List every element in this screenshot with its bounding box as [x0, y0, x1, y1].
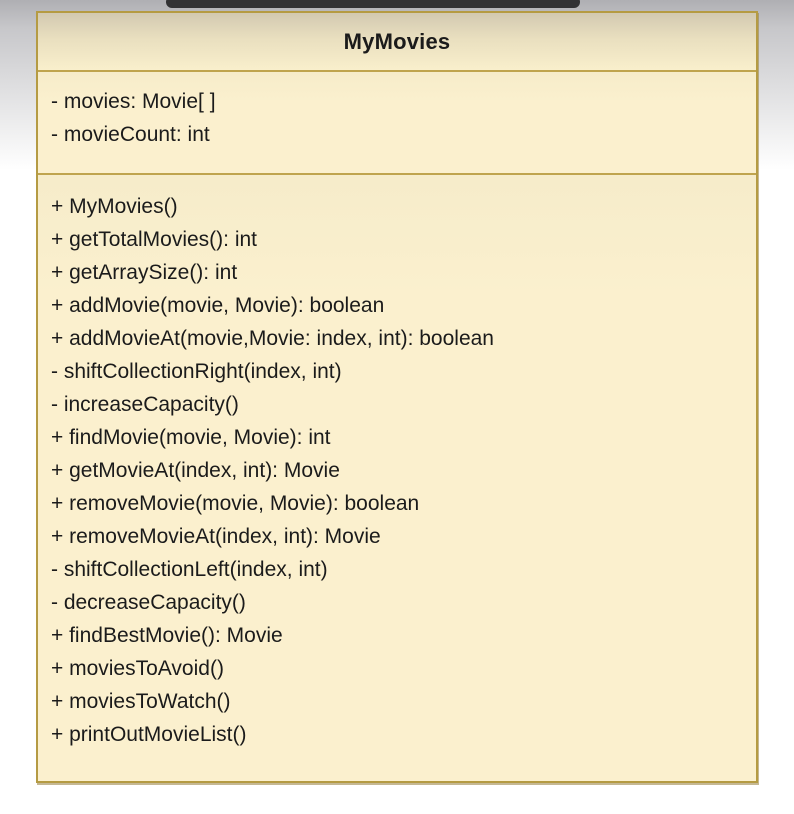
uml-class-box: MyMovies - movies: Movie[ ] - movieCount:… [36, 11, 758, 783]
method-line: + removeMovie(movie, Movie): boolean [51, 492, 420, 515]
class-title: MyMovies [38, 13, 756, 72]
method-line: + findMovie(movie, Movie): int [51, 426, 331, 449]
method-line: + findBestMovie(): Movie [51, 624, 283, 647]
method-line: + moviesToAvoid() [51, 657, 224, 680]
method-line: + getArraySize(): int [51, 261, 238, 284]
class-methods-compartment: + MyMovies() + getTotalMovies(): int + get… [38, 175, 756, 781]
method-line: - increaseCapacity() [51, 393, 239, 416]
method-line: + printOutMovieList() [51, 723, 247, 746]
method-line: + moviesToWatch() [51, 690, 231, 713]
method-line: + removeMovieAt(index, int): Movie [51, 525, 381, 548]
method-line: + addMovieAt(movie,Movie: index, int): b… [51, 327, 494, 350]
attribute-line: - movies: Movie[ ] [51, 90, 216, 113]
method-line: + getMovieAt(index, int): Movie [51, 459, 340, 482]
method-line: - shiftCollectionLeft(index, int) [51, 558, 328, 581]
method-line: - shiftCollectionRight(index, int) [51, 360, 342, 383]
class-attributes-compartment: - movies: Movie[ ] - movieCount: int [38, 72, 756, 175]
method-line: + addMovie(movie, Movie): boolean [51, 294, 385, 317]
attribute-line: - movieCount: int [51, 123, 210, 146]
top-rounded-bar [166, 0, 580, 8]
method-line: + MyMovies() [51, 195, 178, 218]
method-line: - decreaseCapacity() [51, 591, 246, 614]
method-line: + getTotalMovies(): int [51, 228, 258, 251]
